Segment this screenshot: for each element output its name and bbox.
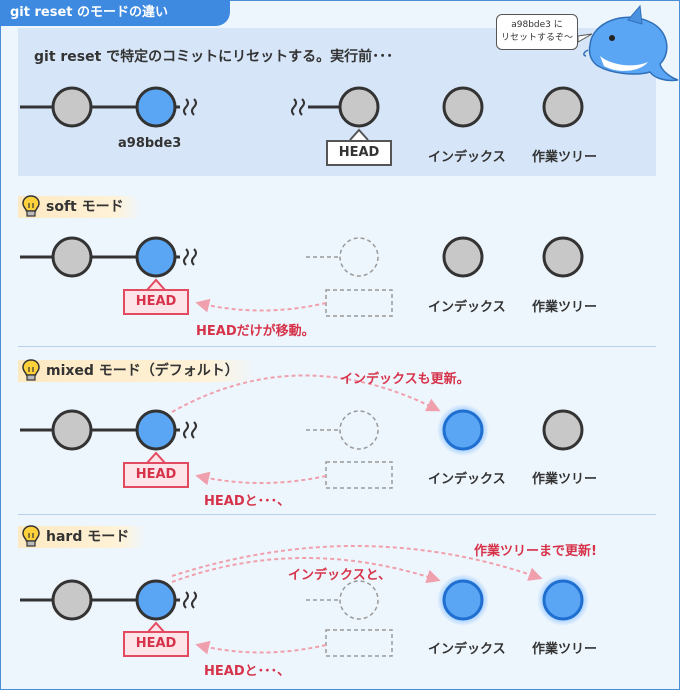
mixed-note: HEADと･･･、 [204,494,291,509]
worktree-node-updated [542,579,584,621]
worktree-node [542,409,584,451]
worktree-node [542,86,584,128]
worktree-label: 作業ツリー [532,300,598,315]
tab-title: git reset のモードの違い [0,0,230,26]
mixed-section-title: mixed モード（デフォルト） [18,359,255,382]
commit-hash-label: a98bde3 [118,136,182,151]
dolphin-icon [583,4,679,82]
bubble-line-2: リセットするぞ〜 [500,33,573,43]
head-box-soft: HEAD [123,289,189,315]
hard-index-note: インデックスと、 [288,568,392,583]
old-head-box-ghost [325,461,393,489]
lightbulb-icon [22,195,40,217]
commit-node [51,86,93,128]
old-head-ghost [339,410,379,450]
index-node-updated [442,579,484,621]
mixed-commit-graph [20,374,584,489]
old-head-ghost [339,580,379,620]
divider [18,514,656,515]
speech-bubble: a98bde3 に リセットするぞ〜 [496,14,578,50]
index-node [442,236,484,278]
commit-node-target [135,579,177,621]
head-box-mixed: HEAD [123,462,189,488]
soft-commit-graph [20,236,584,317]
bubble-line-1: a98bde3 に [511,20,563,30]
soft-note: HEADだけが移動。 [196,324,315,339]
head-commit-node [338,86,380,128]
commit-node [51,236,93,278]
index-node [442,86,484,128]
commit-node-target [135,409,177,451]
index-node-updated [442,409,484,451]
worktree-label: 作業ツリー [532,150,598,165]
soft-title-text: soft モード [46,199,124,215]
mixed-title-text: mixed モード（デフォルト） [46,363,239,379]
head-box-before: HEAD [326,140,392,166]
hard-worktree-note: 作業ツリーまで更新! [474,544,597,559]
hard-note: HEADと･･･、 [204,664,291,679]
mixed-index-note: インデックスも更新。 [340,372,470,387]
before-title: git reset で特定のコミットにリセットする。実行前･･･ [34,49,394,65]
commit-node [51,579,93,621]
head-box-hard: HEAD [123,631,189,657]
before-head-graph [291,86,584,141]
worktree-node [542,236,584,278]
index-label: インデックス [428,300,506,315]
worktree-label: 作業ツリー [532,642,598,657]
commit-node-target [135,86,177,128]
old-head-box-ghost [325,289,393,317]
worktree-label: 作業ツリー [532,472,598,487]
old-head-box-ghost [325,629,393,657]
old-head-ghost [339,237,379,277]
index-label: インデックス [428,150,506,165]
lightbulb-icon [22,525,40,547]
before-commit-graph [20,86,197,128]
index-label: インデックス [428,642,506,657]
lightbulb-icon [22,359,40,381]
hard-section-title: hard モード [18,525,146,548]
index-label: インデックス [428,472,506,487]
commit-node-target [135,236,177,278]
commit-node [51,409,93,451]
hard-title-text: hard モード [46,529,130,545]
soft-section-title: soft モード [18,195,140,218]
divider [18,346,656,347]
hard-commit-graph [20,545,589,657]
